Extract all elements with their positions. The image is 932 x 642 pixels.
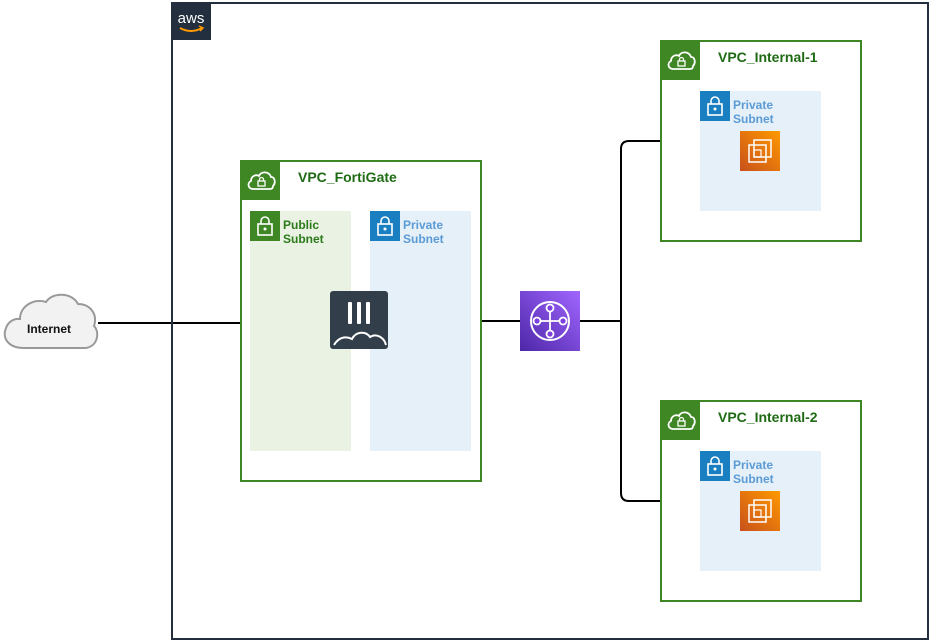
vpc-internal-2-title: VPC_Internal-2 [718,409,818,425]
vpc-cloud-lock-icon [242,162,280,200]
internet-label: Internet [26,322,71,336]
public-subnet-label-line1: Public [283,218,320,232]
cloud-icon [3,293,99,349]
fortigate-private-subnet-label-line2: Subnet [403,232,444,246]
padlock-icon [700,451,730,481]
ec2-instance-icon [740,131,780,171]
aws-logo: aws [171,2,211,40]
public-subnet-label-line2: Subnet [283,232,324,246]
internal-2-private-subnet-label-line1: Private [733,458,774,472]
ec2-instance-icon [740,491,780,531]
aws-cloud-group [171,2,929,640]
junction-to-vpc-internal-1-line [620,140,661,321]
internal-1-private-subnet-label-line2: Subnet [733,112,774,126]
vpc-internal-2 [660,400,862,602]
transit-gateway-icon [520,291,580,351]
vpc-fortigate-title: VPC_FortiGate [298,169,397,185]
padlock-icon [370,211,400,241]
fortigate-private-subnet-label-line1: Private [403,218,444,232]
vpc-cloud-lock-icon [662,42,700,80]
fortigate-private-subnet-label: Private Subnet [403,218,483,246]
aws-logo-icon: aws [178,10,205,32]
svg-text:aws: aws [178,10,205,27]
junction-to-vpc-internal-2-line [620,321,661,502]
vpc-internal-1 [660,40,862,242]
public-subnet-label: Public Subnet [283,218,363,246]
internal-2-private-subnet-label: Private Subnet [733,458,813,486]
fortigate-firewall-icon [330,291,388,349]
internal-1-private-subnet-label: Private Subnet [733,98,813,126]
padlock-icon [250,211,280,241]
internal-1-private-subnet-label-line1: Private [733,98,774,112]
vpc-internal-1-title: VPC_Internal-1 [718,49,818,65]
vpc-fortigate [240,160,482,482]
vpc-cloud-lock-icon [662,402,700,440]
padlock-icon [700,91,730,121]
internal-2-private-subnet-label-line2: Subnet [733,472,774,486]
internet-cloud: Internet [0,290,100,356]
